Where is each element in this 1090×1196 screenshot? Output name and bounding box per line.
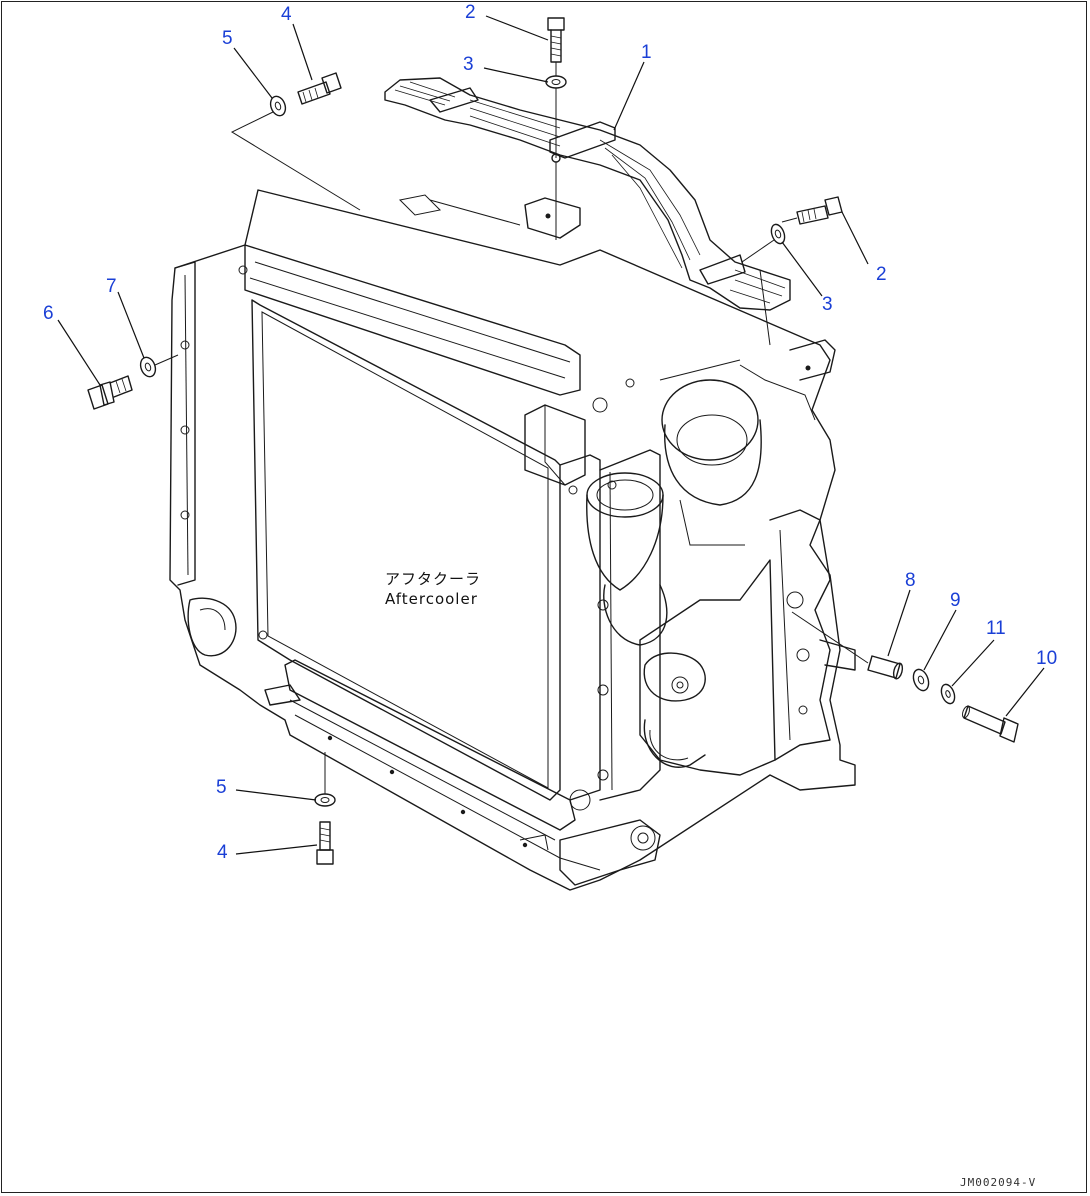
callout-8: 8 [905,570,916,591]
component-label-jp: アフタクーラ [385,570,481,588]
leader-4b [235,844,318,855]
leader-6 [57,319,101,386]
leader-1 [613,61,645,131]
leader-lines [57,15,1045,855]
part-11-washer [940,683,956,705]
leader-2b [841,211,869,265]
callout-11: 11 [986,618,1006,639]
callout-7: 7 [106,276,117,297]
part-1-strap [384,77,791,311]
drawing-code: JM002094-V [960,1176,1036,1189]
callout-10: 10 [1036,648,1057,669]
part-10-bolt [962,705,1019,743]
part-2-bolt-right [781,196,843,225]
component-label-en: Aftercooler [385,590,478,608]
leader-3a [483,67,549,83]
callout-4-upper: 4 [281,4,292,25]
leader-3b [781,241,823,297]
callout-4-lower: 4 [217,842,228,863]
part-3-washer-right [741,223,786,263]
callout-5-upper: 5 [222,28,233,49]
part-6-bolt-left [87,375,133,410]
part-2-bolt-top [547,17,565,76]
callout-3-right: 3 [822,294,833,315]
part-8-spacer [791,611,904,680]
leader-5b [235,789,317,801]
callout-numbers: 1 2 2 3 3 4 4 5 5 6 7 8 9 10 11 [43,2,1057,863]
leader-10 [1005,667,1045,717]
part-9-washer [912,668,930,692]
part-7-washer-left [139,354,179,378]
callout-6: 6 [43,303,54,324]
leader-11 [951,639,995,687]
part-4-bolt-lower [316,821,334,865]
part-4-bolt-upper [297,72,342,105]
leader-2a [485,15,549,41]
leader-9 [923,609,957,671]
callout-3-top: 3 [463,54,474,75]
aftercooler-assembly [169,189,856,891]
callout-2-top: 2 [465,2,476,23]
leader-8 [887,589,911,657]
callout-9: 9 [950,590,961,611]
leader-5a [233,47,273,99]
callout-2-right: 2 [876,264,887,285]
part-5-washer-upper [230,95,361,211]
callout-5-lower: 5 [216,777,227,798]
part-5-washer-lower [314,752,336,807]
leader-7 [117,291,145,359]
callout-1: 1 [641,42,652,63]
leader-4a [292,23,313,81]
